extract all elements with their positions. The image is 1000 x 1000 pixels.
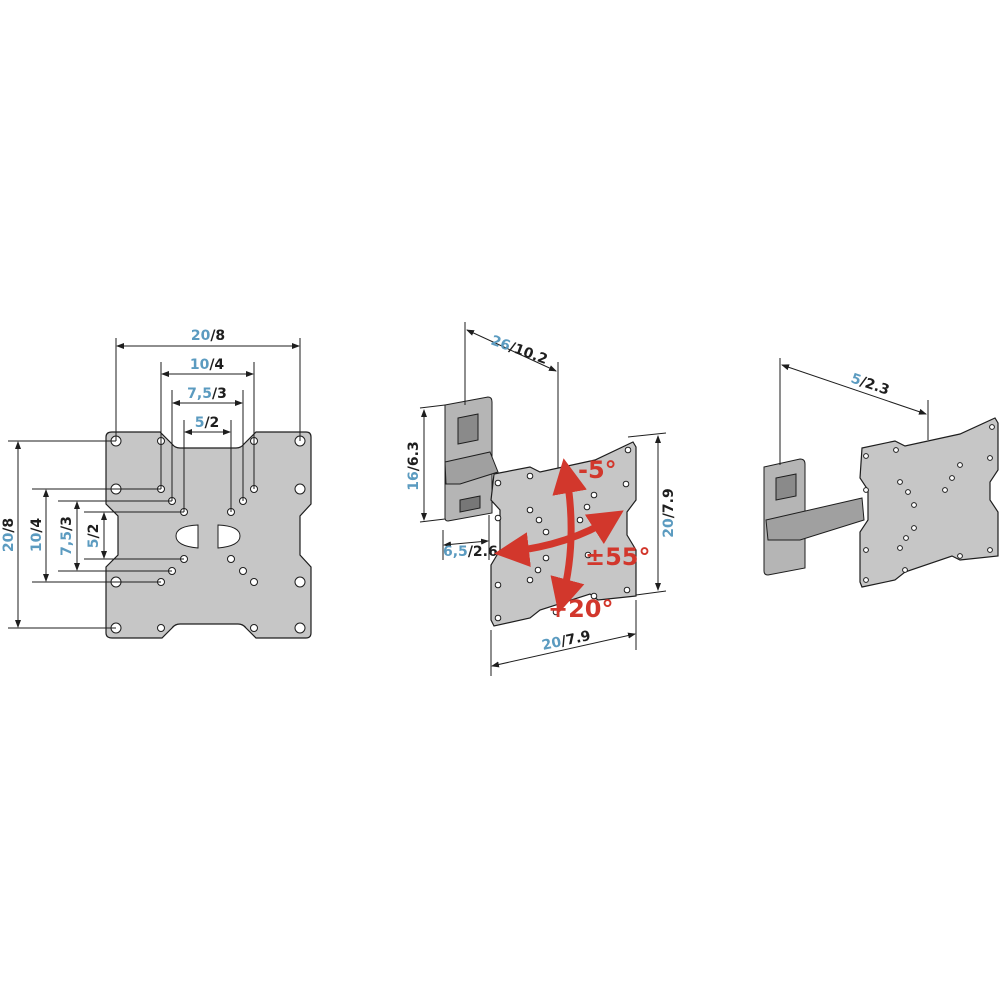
mounting-hole — [494, 614, 502, 622]
dim-plate-width: 20/7.9 — [541, 628, 593, 654]
mounting-hole — [902, 567, 908, 573]
mounting-hole — [863, 577, 869, 583]
tilt-down-label: +20° — [548, 595, 614, 623]
mounting-hole — [294, 576, 306, 588]
dim-width-7-5: 7,5/3 — [187, 386, 227, 402]
mounting-hole — [911, 525, 917, 531]
mounting-hole — [227, 555, 235, 563]
tv-plate — [859, 417, 999, 588]
tilt-up-label: -5° — [578, 456, 617, 484]
swivel-arrow — [494, 510, 624, 568]
swivel-arm — [765, 497, 865, 541]
dim-width-10: 10/4 — [190, 357, 225, 373]
vesa-plate — [105, 431, 312, 639]
mounting-hole — [526, 472, 534, 480]
dim-min-depth: 5/2.3 — [849, 371, 892, 399]
mounting-hole — [157, 624, 165, 632]
mounting-hole — [893, 447, 899, 453]
mounting-hole — [590, 491, 598, 499]
dim-wall-height: 16/6.3 — [406, 441, 422, 490]
mounting-hole — [863, 487, 869, 493]
mounting-hole — [494, 581, 502, 589]
mounting-hole — [942, 487, 948, 493]
mounting-hole — [949, 475, 955, 481]
dim-depth: 6,5/2.6 — [443, 544, 498, 560]
mounting-hole — [905, 489, 911, 495]
mounting-hole — [863, 453, 869, 459]
mounting-hole — [903, 535, 909, 541]
dim-plate-height: 20/7.9 — [661, 488, 677, 537]
mounting-hole — [542, 554, 550, 562]
vesa-plate-drawing: 20/8 10/4 7,5/3 5/2 20/8 10/4 7,5/3 5/2 — [1, 328, 312, 639]
mounting-hole — [542, 528, 550, 536]
mounting-hole — [250, 578, 258, 586]
mounting-hole — [494, 514, 502, 522]
dim-width-20: 20/8 — [191, 328, 225, 344]
mounting-hole — [987, 547, 993, 553]
mounting-hole — [989, 424, 995, 430]
slot-right — [217, 524, 241, 549]
swivel-mount-drawing: 26/10.2 16/6.3 6,5/2.6 20/7.9 20/7.9 -5°… — [406, 322, 677, 676]
swivel-label: ±55° — [585, 543, 651, 571]
mounting-hole — [534, 566, 542, 574]
mounting-hole — [576, 516, 584, 524]
mounting-hole — [583, 503, 591, 511]
mounting-hole — [535, 516, 543, 524]
mounting-hole — [250, 624, 258, 632]
mounting-hole — [494, 479, 502, 487]
mounting-hole — [294, 483, 306, 495]
mounting-hole — [897, 545, 903, 551]
mounting-hole — [987, 455, 993, 461]
dim-height-7-5: 7,5/3 — [59, 516, 75, 556]
dim-height-20: 20/8 — [1, 518, 17, 552]
mounting-hole — [622, 480, 630, 488]
mounting-hole — [526, 576, 534, 584]
mounting-hole — [957, 553, 963, 559]
mounting-hole — [623, 586, 631, 594]
dim-width-5: 5/2 — [195, 415, 220, 431]
folded-mount-drawing: 5/2.3 — [763, 358, 999, 588]
mounting-hole — [294, 622, 306, 634]
mounting-hole — [624, 446, 632, 454]
slot-left — [175, 524, 199, 549]
mounting-hole — [957, 462, 963, 468]
mounting-hole — [239, 567, 247, 575]
mounting-hole — [526, 506, 534, 514]
mounting-hole — [897, 479, 903, 485]
mounting-hole — [590, 592, 598, 600]
dim-height-10: 10/4 — [29, 518, 45, 553]
tv-plate-holes — [863, 424, 995, 583]
swivel-arm — [444, 451, 499, 485]
mounting-hole — [911, 502, 917, 508]
dim-extension: 26/10.2 — [489, 333, 550, 368]
dim-height-5: 5/2 — [86, 524, 102, 549]
mounting-hole — [863, 547, 869, 553]
